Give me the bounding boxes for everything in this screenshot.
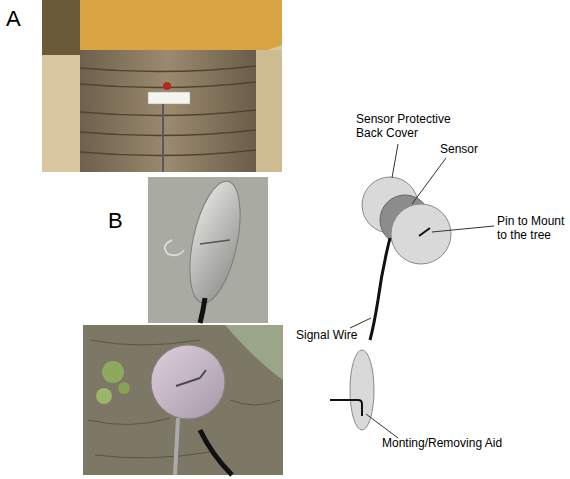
photo-background: [42, 0, 282, 172]
photo-b1: [148, 177, 268, 323]
foliage: [225, 325, 283, 380]
photo-background: [83, 325, 283, 475]
leader-lines: [350, 144, 494, 438]
mount-pin: [419, 228, 430, 236]
signal-rod: [175, 418, 178, 475]
lichen: [102, 361, 124, 383]
mount-pin: [176, 370, 206, 386]
signal-wire: [200, 430, 232, 475]
trunk-rings: [80, 66, 256, 156]
signal-wire: [370, 238, 390, 340]
part-name: Signal Wire: [296, 328, 376, 342]
part-name: Sensor: [440, 142, 500, 156]
panel-letter: B: [108, 208, 138, 234]
mounting-aid: [165, 240, 184, 255]
signal-rod: [162, 104, 164, 172]
photo-background: [148, 177, 268, 323]
part-name: Pin to Mount to the tree: [497, 214, 567, 243]
sensor-tag: [148, 92, 190, 104]
sensor-disc: [181, 177, 250, 307]
sensor-schematic: [330, 144, 494, 438]
sensor-disc: [151, 345, 225, 419]
part-name: Monting/Removing Aid: [382, 436, 532, 450]
photo-a: [42, 0, 282, 172]
bark-texture: [88, 340, 280, 458]
pin-head: [163, 82, 171, 90]
lichen: [118, 382, 130, 394]
tree-trunk: [80, 50, 256, 172]
part-name: Sensor Protective Back Cover: [356, 112, 468, 141]
front-disc: [391, 204, 451, 264]
lichen: [96, 388, 112, 404]
mounting-aid: [330, 400, 362, 416]
signal-wire: [200, 298, 205, 323]
panel-letter: A: [6, 6, 36, 32]
photo-b2: [83, 325, 283, 475]
mount-pin: [200, 240, 230, 244]
photo-background: [256, 50, 282, 172]
removing-aid-disc: [350, 350, 374, 430]
